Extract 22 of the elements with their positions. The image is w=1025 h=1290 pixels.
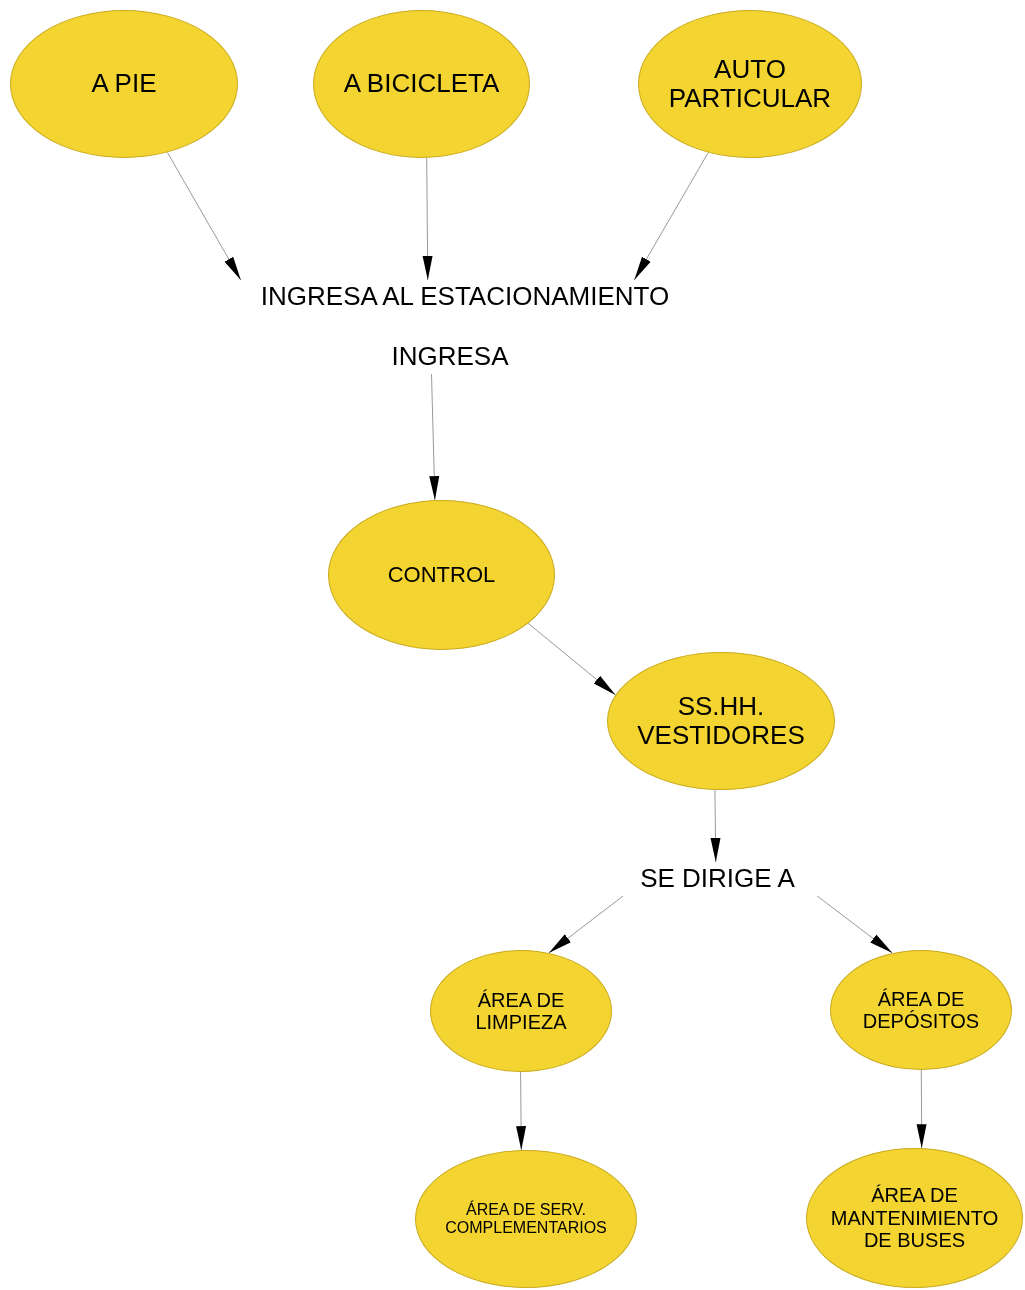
arrow	[166, 151, 242, 281]
arrow	[422, 157, 433, 281]
node-label: ÁREA DE SERV. COMPLEMENTARIOS	[444, 1201, 608, 1237]
flow-label: SE DIRIGE A	[640, 864, 795, 894]
node-label: A BICICLETA	[343, 69, 500, 99]
node-label: A PIE	[91, 69, 157, 99]
node-label: CONTROL	[387, 562, 496, 588]
arrow	[516, 1071, 527, 1151]
arrow	[548, 895, 624, 954]
flow-label: INGRESA	[391, 342, 509, 372]
arrow	[816, 895, 893, 954]
arrow	[916, 1069, 927, 1149]
arrow	[429, 373, 440, 501]
node-label: AUTO PARTICULAR	[667, 54, 833, 114]
arrow	[633, 152, 709, 281]
node-label: ÁREA DE DEPÓSITOS	[861, 987, 981, 1033]
node-label: ÁREA DE LIMPIEZA	[474, 988, 568, 1034]
node-label: SS.HH. VESTIDORES	[636, 691, 806, 751]
arrow	[710, 789, 721, 863]
node-label: ÁREA DE MANTENIMIENTO DE BUSES	[829, 1184, 1000, 1252]
flow-label: INGRESA AL ESTACIONAMIENTO	[260, 282, 670, 312]
arrow	[527, 622, 616, 696]
